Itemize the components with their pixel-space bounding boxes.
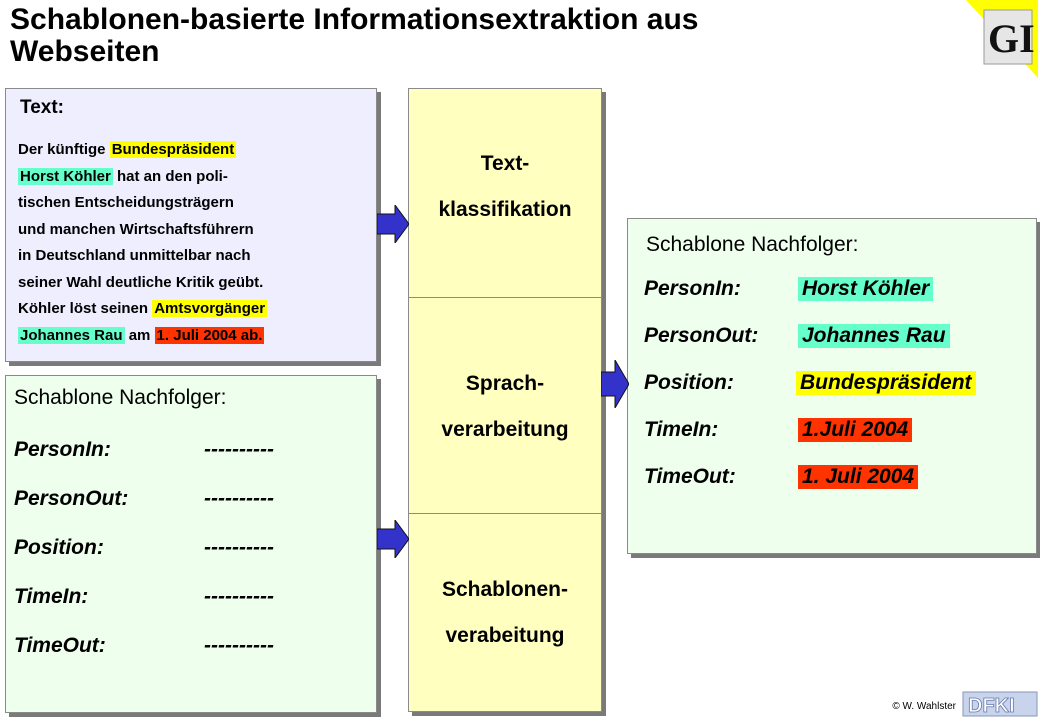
slot-value-empty: ---------- xyxy=(204,438,274,461)
filled-template-title: Schablone Nachfolger: xyxy=(646,233,859,256)
arrow-text-to-pipeline-icon xyxy=(377,205,409,243)
svg-text:DFKI: DFKI xyxy=(968,695,1015,717)
page-title: Schablonen-basierte Informationsextrakti… xyxy=(10,4,910,68)
highlighted-entity: 1. Juli 2004 ab. xyxy=(154,326,265,344)
slot-label: PersonIn: xyxy=(14,438,111,461)
stage-2-line-1: Sprach- xyxy=(465,372,545,395)
slot-value-filled: Johannes Rau xyxy=(798,324,950,348)
slot-label: PersonIn: xyxy=(644,277,741,300)
stage-divider xyxy=(409,513,601,514)
text-line: Horst Köhler hat an den poli- xyxy=(18,164,373,191)
highlighted-entity: Bundespräsident xyxy=(109,141,237,158)
gi-logo: GI xyxy=(966,0,1038,78)
highlighted-entity: Horst Köhler xyxy=(18,167,113,185)
text-line: Köhler löst seinen Amtsvorgänger xyxy=(18,296,373,323)
text-line: in Deutschland unmittelbar nach xyxy=(18,243,373,270)
processing-pipeline: Text- klassifikation Sprach- verarbeitun… xyxy=(408,88,602,712)
slot-label: PersonOut: xyxy=(14,487,129,510)
slot-value-filled: Bundespräsident xyxy=(796,371,976,395)
slot-value-empty: ---------- xyxy=(204,536,274,559)
empty-template-box: Schablone Nachfolger: PersonIn: ---------… xyxy=(5,375,377,713)
text-heading: Text: xyxy=(20,97,64,118)
slot-label: TimeIn: xyxy=(644,418,719,441)
title-line-1: Schablonen-basierte Informationsextrakti… xyxy=(10,3,699,36)
slot-value-filled: Horst Köhler xyxy=(798,277,934,301)
text-segment: in Deutschland unmittelbar nach xyxy=(18,247,251,264)
stage-template-processing: Schablonen- verabeitung xyxy=(409,567,601,659)
slot-label: Position: xyxy=(14,536,104,559)
arrow-pipeline-to-result-icon xyxy=(601,360,629,408)
stage-divider xyxy=(409,297,601,298)
stage-1-line-2: klassifikation xyxy=(438,198,572,221)
slot-label: Position: xyxy=(644,371,734,394)
text-segment: seiner Wahl deutliche Kritik geübt. xyxy=(18,273,264,291)
stage-3-line-2: verabeitung xyxy=(445,624,565,647)
empty-template-title: Schablone Nachfolger: xyxy=(14,386,227,409)
highlighted-entity: Johannes Rau xyxy=(18,326,125,344)
slot-label: PersonOut: xyxy=(644,324,759,347)
text-segment: am xyxy=(124,326,155,344)
text-segment: tischen Entscheidungsträgern xyxy=(18,194,234,211)
text-segment: Der künftige xyxy=(18,141,110,158)
text-line: Johannes Rau am 1. Juli 2004 ab. xyxy=(18,323,373,350)
text-segment: und manchen Wirtschaftsführern xyxy=(18,220,254,238)
text-segment: Köhler löst seinen xyxy=(18,300,153,317)
slot-label: TimeIn: xyxy=(14,585,89,608)
copyright-footer: © W. Wahlster xyxy=(892,701,956,712)
title-line-2: Webseiten xyxy=(10,35,160,68)
slot-label: TimeOut: xyxy=(644,465,736,488)
svg-text:GI: GI xyxy=(988,16,1035,61)
text-line: seiner Wahl deutliche Kritik geübt. xyxy=(18,270,373,297)
filled-template-box: Schablone Nachfolger: PersonIn: Horst Köh… xyxy=(627,218,1037,554)
stage-2-line-2: verarbeitung xyxy=(441,418,569,441)
text-line: und manchen Wirtschaftsführern xyxy=(18,217,373,244)
slot-value-filled: 1.Juli 2004 xyxy=(798,418,913,442)
slot-value-filled: 1. Juli 2004 xyxy=(798,465,919,489)
dfki-logo: DFKI xyxy=(962,691,1038,717)
slot-value-empty: ---------- xyxy=(204,634,274,657)
slot-label: TimeOut: xyxy=(14,634,106,657)
text-line: tischen Entscheidungsträgern xyxy=(18,190,373,217)
stage-text-classification: Text- klassifikation xyxy=(409,141,601,233)
highlighted-entity: Amtsvorgänger xyxy=(152,300,268,317)
text-line: Der künftige Bundespräsident xyxy=(18,137,373,164)
stage-3-line-1: Schablonen- xyxy=(441,578,568,601)
slot-value-empty: ---------- xyxy=(204,487,274,510)
stage-1-line-1: Text- xyxy=(480,152,530,175)
arrow-template-to-pipeline-icon xyxy=(377,520,409,558)
text-segment: hat an den poli- xyxy=(112,167,228,185)
stage-language-processing: Sprach- verarbeitung xyxy=(409,361,601,453)
slot-value-empty: ---------- xyxy=(204,585,274,608)
